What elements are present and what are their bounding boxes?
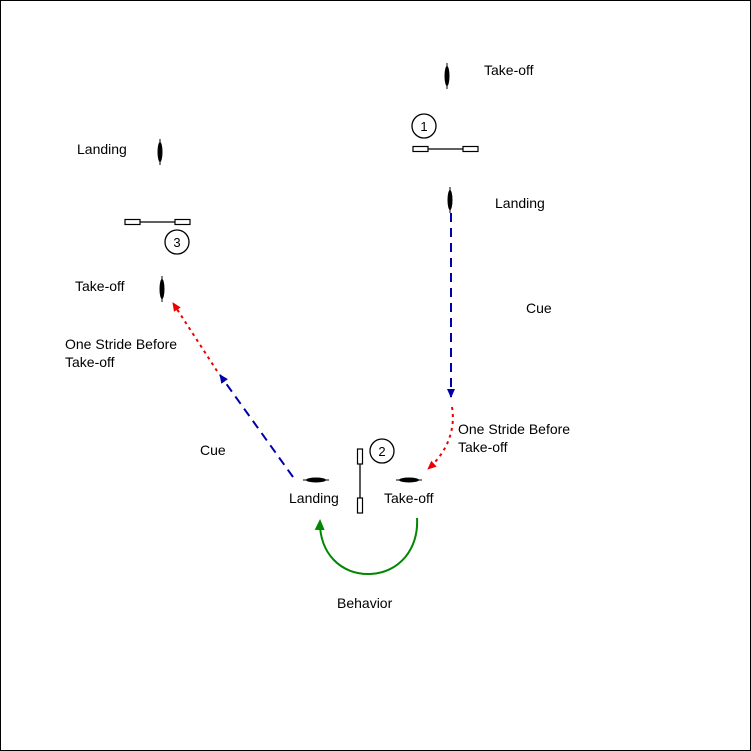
behavior-arrow [314, 517, 419, 576]
horse-icon [444, 63, 450, 89]
jump-number-circle [369, 438, 395, 464]
jump-1-takeoff-label: Take-off [484, 62, 534, 78]
fence-icon [356, 448, 364, 514]
behavior-label: Behavior [337, 595, 393, 611]
jump-3: Landing 3 Take-off [75, 139, 191, 302]
stride-label-left-line2: Take-off [65, 354, 115, 370]
jump-3-number: 3 [173, 235, 180, 250]
jump-2-number: 2 [378, 444, 385, 459]
jump-2-landing-label: Landing [289, 490, 339, 506]
cue-label-right: Cue [526, 300, 552, 316]
cue-label-left: Cue [200, 442, 226, 458]
jump-3-takeoff-label: Take-off [75, 278, 125, 294]
stride-label-right-line1: One Stride Before [458, 421, 570, 437]
jump-number-circle [411, 113, 437, 139]
fence-icon [124, 218, 191, 226]
stride-label-left-line1: One Stride Before [65, 336, 177, 352]
fence-icon [412, 145, 479, 153]
stride-arrow-left [172, 302, 218, 372]
horse-icon [303, 477, 329, 483]
cue-arrow-left [219, 374, 294, 478]
jump-2-takeoff-label: Take-off [384, 490, 434, 506]
stride-label-right-line2: Take-off [458, 439, 508, 455]
jump-2: 2 Take-off Landing [289, 438, 434, 514]
jump-1: Take-off 1 Landing [411, 62, 545, 213]
jump-1-landing-label: Landing [495, 195, 545, 211]
jump-3-landing-label: Landing [77, 141, 127, 157]
jump-number-circle [164, 229, 190, 255]
horse-icon [159, 276, 165, 302]
stride-arrow-right [427, 406, 454, 470]
horse-icon [157, 139, 163, 165]
jump-1-number: 1 [420, 119, 427, 134]
horse-icon [396, 477, 422, 483]
horse-icon [447, 187, 453, 213]
